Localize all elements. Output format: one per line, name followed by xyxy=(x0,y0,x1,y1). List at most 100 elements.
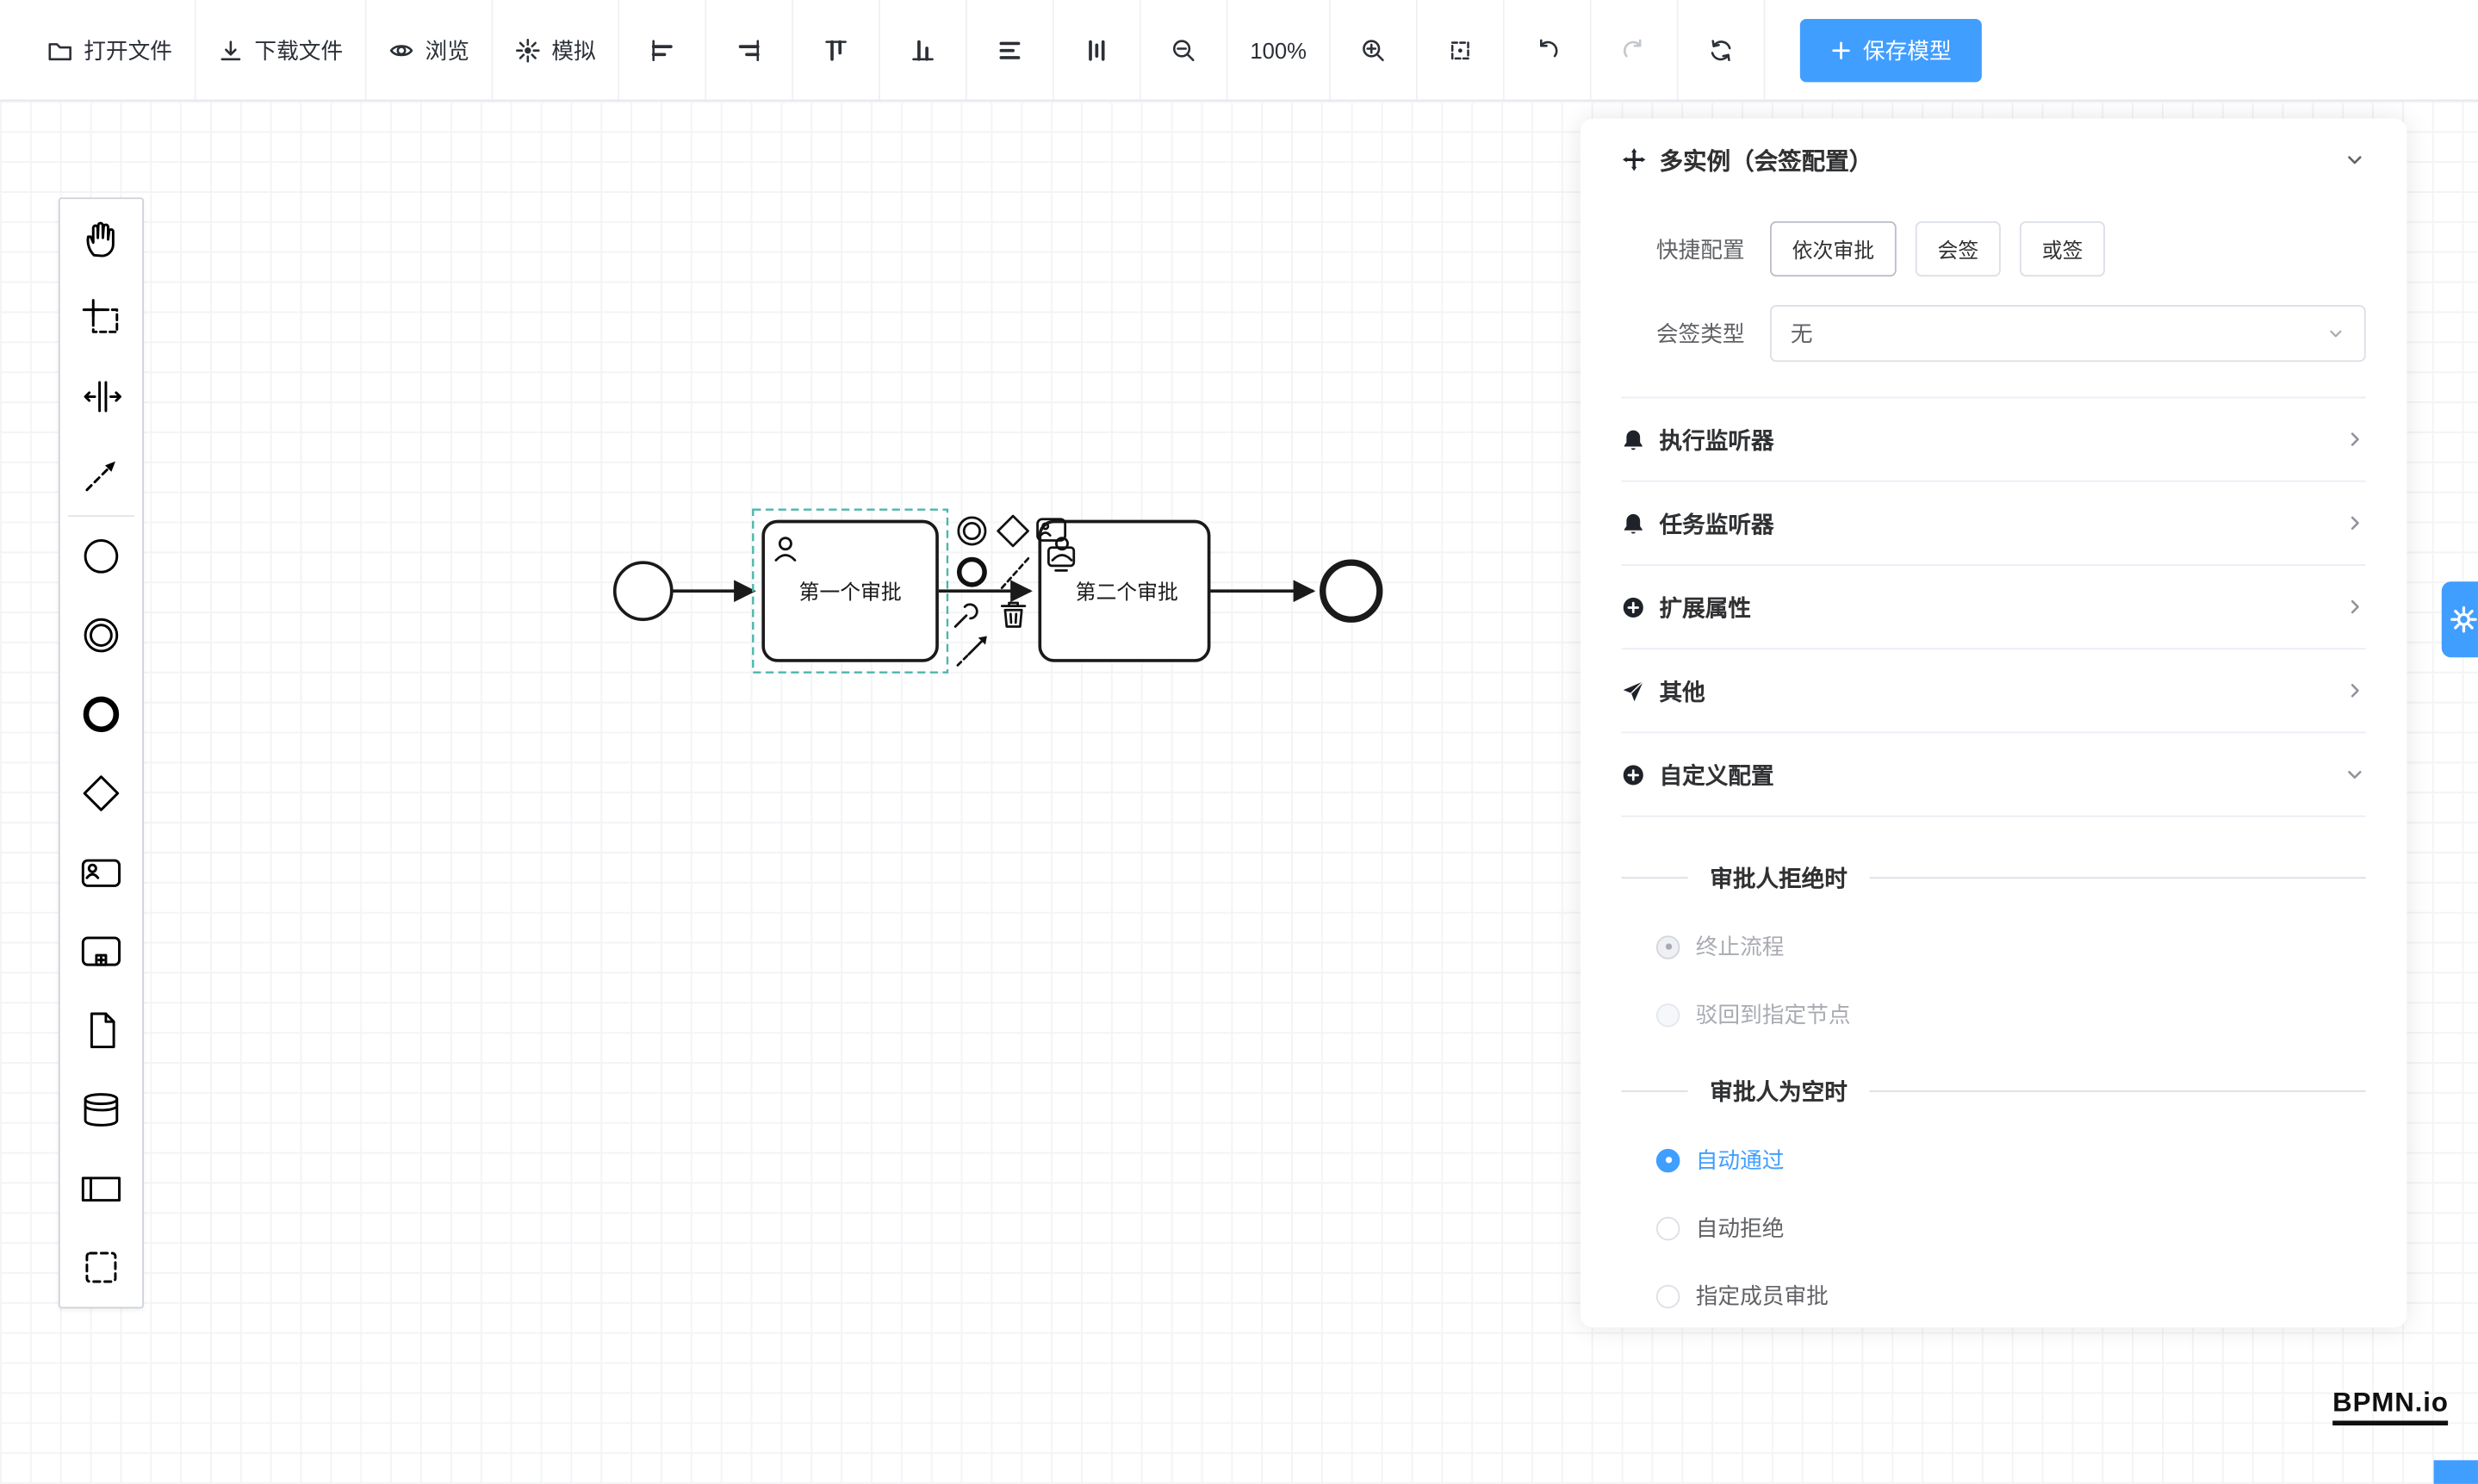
quick-option-sequential-button[interactable]: 依次审批 xyxy=(1769,220,1897,277)
append-screen-task-icon[interactable] xyxy=(1047,546,1076,572)
quick-config-row: 快捷配置 依次审批 会签 或签 xyxy=(1622,220,2366,277)
section-label: 扩展属性 xyxy=(1659,596,1751,622)
align-bottom-button[interactable] xyxy=(879,0,967,100)
wrench-icon[interactable] xyxy=(953,603,978,628)
save-model-label: 保存模型 xyxy=(1862,37,1952,63)
user-task-1[interactable]: 第一个审批 xyxy=(761,519,939,662)
save-model-button[interactable]: 保存模型 xyxy=(1799,18,1982,82)
simulate-icon xyxy=(516,38,540,62)
palette-hand-tool[interactable] xyxy=(60,199,142,278)
section-label: 执行监听器 xyxy=(1659,429,1774,455)
section-custom-config[interactable]: 自定义配置 xyxy=(1621,731,2366,817)
reset-view-button[interactable] xyxy=(1417,0,1505,100)
simulate-button[interactable]: 模拟 xyxy=(493,0,620,100)
user-task-2[interactable]: 第二个审批 xyxy=(1038,519,1211,662)
open-file-button[interactable]: 打开文件 xyxy=(25,0,196,100)
append-user-task-icon[interactable] xyxy=(1036,518,1067,542)
align-right-button[interactable] xyxy=(706,0,794,100)
section-label: 任务监听器 xyxy=(1659,512,1774,538)
element-palette xyxy=(58,197,144,1309)
palette-subprocess[interactable] xyxy=(60,912,142,991)
append-gateway-icon[interactable] xyxy=(997,514,1029,548)
quick-option-orsign-button[interactable]: 或签 xyxy=(2019,220,2106,277)
end-event[interactable] xyxy=(1320,559,1383,623)
history-button-group xyxy=(1504,0,1766,100)
global-connect-icon[interactable] xyxy=(956,636,987,667)
distribute-vertical-button[interactable] xyxy=(1053,0,1141,100)
zoom-out-button[interactable] xyxy=(1140,0,1228,100)
radio-button[interactable] xyxy=(1655,1147,1680,1172)
lasso-icon xyxy=(82,299,119,333)
section-task-listener[interactable]: 任务监听器 xyxy=(1621,480,2366,564)
bell-icon xyxy=(1624,512,1643,533)
plus-icon xyxy=(1832,40,1850,59)
radio-auto-pass[interactable]: 自动通过 xyxy=(1655,1144,2366,1176)
multi-instance-icon xyxy=(1622,148,1646,171)
distribute-horizontal-button[interactable] xyxy=(966,0,1054,100)
palette-start-event[interactable] xyxy=(60,517,142,596)
palette-user-task[interactable] xyxy=(60,833,142,912)
section-execution-listener[interactable]: 执行监听器 xyxy=(1621,396,2366,481)
chevron-right-icon xyxy=(2351,516,2359,531)
radio-reject-to-node[interactable]: 驳回到指定节点 xyxy=(1655,999,2366,1031)
radio-label: 自动通过 xyxy=(1695,1147,1785,1173)
palette-global-connect-tool[interactable] xyxy=(60,436,142,515)
align-right-icon xyxy=(738,39,760,61)
section-other[interactable]: 其他 xyxy=(1621,648,2366,731)
append-end-event-icon[interactable] xyxy=(956,556,987,587)
palette-lasso-tool[interactable] xyxy=(60,278,142,357)
user-task-1-shape[interactable] xyxy=(761,519,939,662)
bell-icon xyxy=(1624,429,1643,450)
palette-data-store[interactable] xyxy=(60,1070,142,1149)
chevron-down-icon[interactable] xyxy=(2344,148,2366,171)
chevron-right-icon xyxy=(2351,432,2359,446)
radio-terminate-process[interactable]: 终止流程 xyxy=(1655,931,2366,963)
zoom-in-button[interactable] xyxy=(1330,0,1418,100)
palette-end-event[interactable] xyxy=(60,674,142,754)
radio-auto-reject[interactable]: 自动拒绝 xyxy=(1655,1212,2366,1244)
palette-space-tool[interactable] xyxy=(60,357,142,437)
sign-type-select[interactable]: 无 xyxy=(1769,305,2366,363)
radio-button[interactable] xyxy=(1655,1215,1680,1240)
section-extended-properties[interactable]: 扩展属性 xyxy=(1621,564,2366,648)
space-tool-icon xyxy=(84,381,121,413)
quick-option-countersign-button[interactable]: 会签 xyxy=(1915,220,2001,277)
redo-button[interactable] xyxy=(1591,0,1679,100)
bpmn-io-logo[interactable]: BPMN.io xyxy=(2332,1388,2449,1425)
refresh-button[interactable] xyxy=(1678,0,1766,100)
palette-gateway[interactable] xyxy=(60,754,142,833)
palette-group[interactable] xyxy=(60,1228,142,1307)
user-task-2-shape[interactable] xyxy=(1038,519,1211,662)
plus-circle-icon xyxy=(1623,764,1643,785)
distribute-horizontal-icon xyxy=(999,40,1021,59)
download-file-button[interactable]: 下载文件 xyxy=(196,0,367,100)
data-object-icon xyxy=(90,1012,115,1049)
palette-participant[interactable] xyxy=(60,1149,142,1228)
radio-button[interactable] xyxy=(1655,1283,1680,1308)
radio-button[interactable] xyxy=(1655,934,1680,959)
radio-button[interactable] xyxy=(1655,1003,1680,1027)
reset-view-icon xyxy=(1450,40,1469,59)
align-left-icon xyxy=(651,39,673,61)
start-event[interactable] xyxy=(612,561,674,622)
folder-icon xyxy=(48,42,71,60)
align-left-button[interactable] xyxy=(619,0,707,100)
settings-drawer-toggle[interactable] xyxy=(2441,581,2478,658)
preview-button[interactable]: 浏览 xyxy=(366,0,494,100)
group-icon xyxy=(85,1251,117,1283)
trash-icon[interactable] xyxy=(1000,601,1027,628)
palette-data-object[interactable] xyxy=(60,990,142,1070)
connect-preview-icon[interactable] xyxy=(1000,556,1030,589)
multi-instance-section-header[interactable]: 多实例（会签配置） xyxy=(1622,119,2366,201)
append-intermediate-event-icon[interactable] xyxy=(957,516,987,546)
palette-intermediate-event[interactable] xyxy=(60,596,142,675)
radio-assign-member[interactable]: 指定成员审批 xyxy=(1655,1280,2366,1312)
properties-panel: 多实例（会签配置） 快捷配置 依次审批 会签 或签 会签类型 无 执行监听器 xyxy=(1580,118,2407,1328)
align-top-button[interactable] xyxy=(793,0,880,100)
hand-icon xyxy=(86,221,115,258)
chevron-right-icon xyxy=(2351,684,2359,698)
divider-line xyxy=(1621,877,1688,879)
undo-button[interactable] xyxy=(1504,0,1592,100)
panel-title: 多实例（会签配置） xyxy=(1659,147,1873,175)
minimap-toggle-button[interactable] xyxy=(2433,1460,2478,1484)
